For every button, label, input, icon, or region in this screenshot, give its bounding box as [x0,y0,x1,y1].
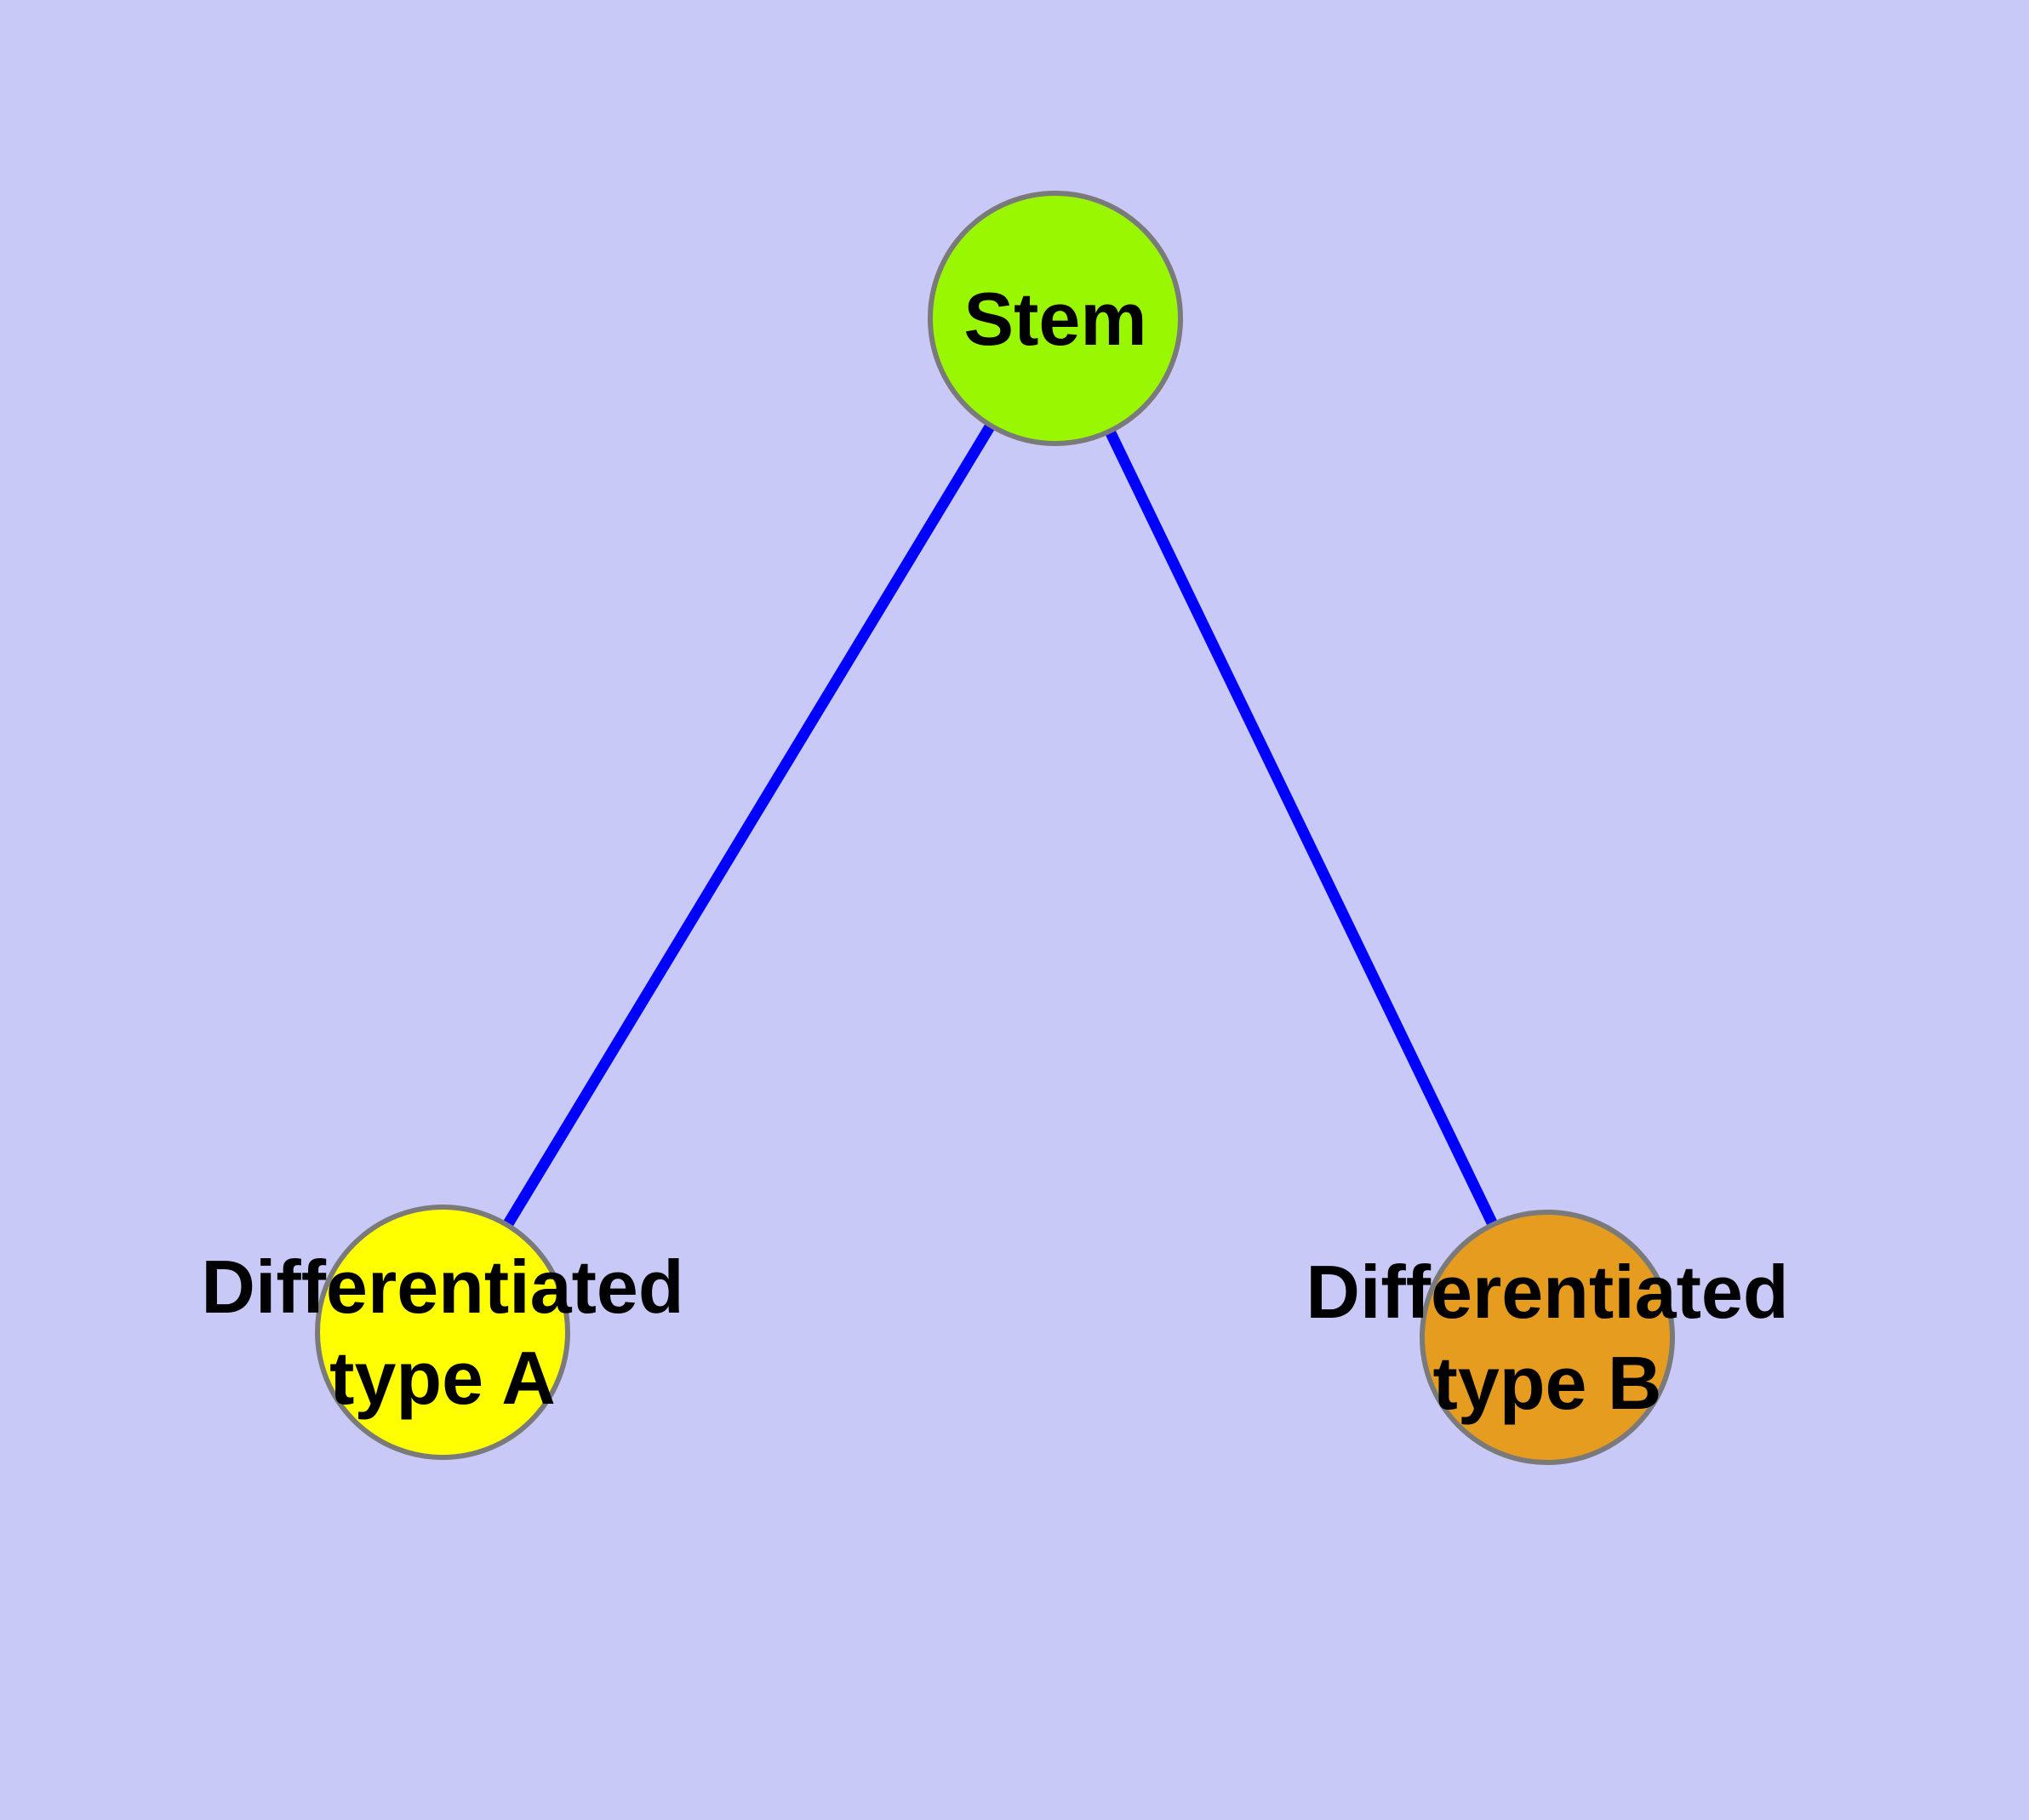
node-differentiated-type-b-circle [1420,1210,1675,1465]
edge-stem-to-type-a [437,315,1060,1336]
node-stem-circle [928,191,1183,446]
edge-stem-to-type-b [1050,316,1552,1340]
node-differentiated-type-a-circle [315,1205,570,1460]
